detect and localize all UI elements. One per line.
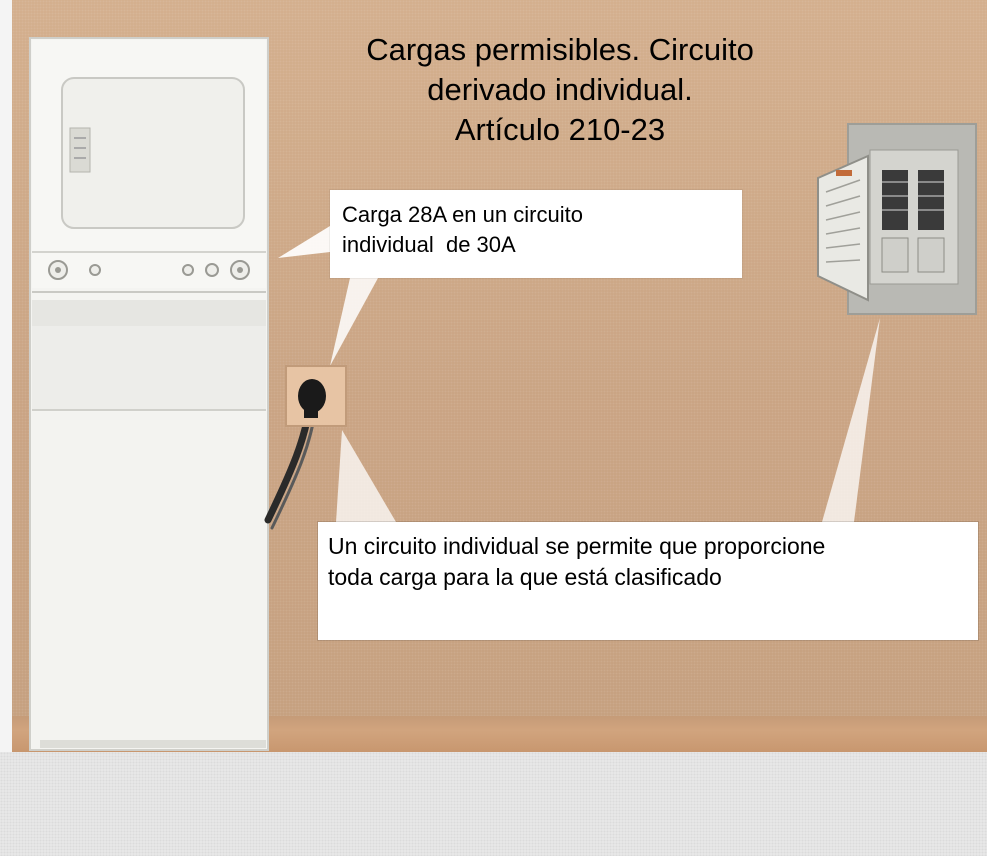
- bottom-callout-pointer-panel: [822, 318, 880, 522]
- title-line-3: Artículo 210-23: [454, 112, 666, 147]
- control-knobs: [48, 260, 250, 280]
- top-callout-pointer: [278, 226, 330, 258]
- title-line-1: Cargas permisibles. Circuito: [366, 32, 754, 67]
- rule-callout-line-2: toda carga para la que está clasificado: [328, 564, 722, 590]
- outlet-30a: [285, 365, 347, 427]
- top-callout-pointer-bottom: [330, 278, 378, 366]
- load-callout-line-1: Carga 28A en un circuito: [342, 202, 583, 227]
- rule-callout-text: Un circuito individual se permite que pr…: [328, 531, 968, 593]
- load-callout: Carga 28A en un circuito individual de 3…: [330, 190, 742, 278]
- bottom-callout-pointer-outlet: [336, 430, 396, 522]
- load-callout-text: Carga 28A en un circuito individual de 3…: [342, 200, 730, 260]
- washer-dryer-unit: [29, 37, 269, 751]
- breaker-panel: [817, 123, 977, 315]
- rule-callout-line-1: Un circuito individual se permite que pr…: [328, 533, 826, 559]
- breakers: [881, 170, 945, 273]
- title-line-2: derivado individual.: [427, 72, 693, 107]
- rule-callout: Un circuito individual se permite que pr…: [318, 522, 978, 640]
- floor: [0, 752, 987, 856]
- slide-title: Cargas permisibles. Circuito derivado in…: [300, 30, 820, 150]
- left-border: [0, 0, 12, 752]
- panel-door: [817, 154, 869, 302]
- load-callout-line-2: individual de 30A: [342, 232, 516, 257]
